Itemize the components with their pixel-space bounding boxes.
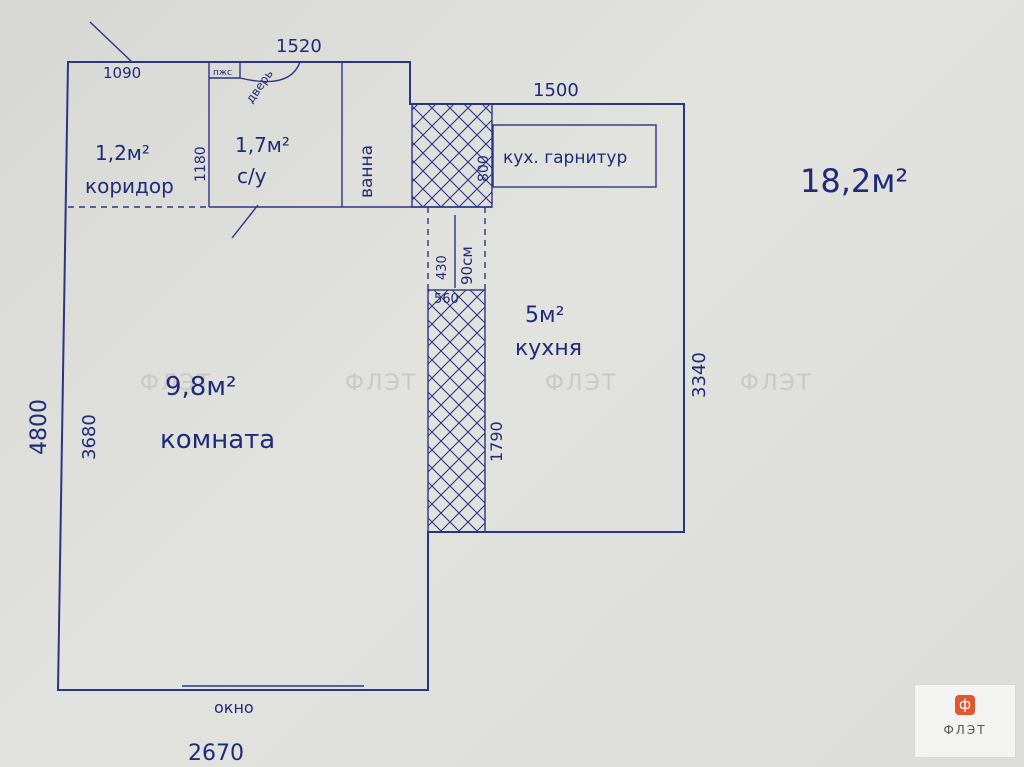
dim-room-height: 3680 bbox=[79, 414, 100, 460]
dim-passage-width: 430 bbox=[435, 255, 450, 280]
dim-kitchen-height: 3340 bbox=[689, 352, 710, 398]
bath-mark bbox=[231, 204, 259, 239]
dim-door-small: пжс bbox=[213, 68, 232, 78]
dim-kitchen-top: 1500 bbox=[533, 80, 579, 101]
logo-badge: ф ФЛЭТ bbox=[914, 684, 1016, 758]
watermark-row: ФЛЭТ ФЛЭТ ФЛЭТ ФЛЭТ bbox=[140, 371, 812, 396]
door-arc bbox=[239, 61, 301, 83]
total-area: 18,2м² bbox=[800, 162, 908, 200]
watermark-text: ФЛЭТ bbox=[345, 371, 417, 396]
corridor-area: 1,2м² bbox=[95, 141, 150, 165]
kitchen-area: 5м² bbox=[525, 303, 564, 328]
kitchenette-rect bbox=[492, 124, 657, 188]
logo-icon: ф bbox=[955, 695, 975, 715]
dim-left-total: 4800 bbox=[27, 399, 52, 455]
dim-corridor-height: 1180 bbox=[193, 146, 209, 182]
dim-niche-height: 800 bbox=[476, 155, 492, 182]
kitchen-name: кухня bbox=[515, 336, 582, 361]
watermark-text: ФЛЭТ bbox=[545, 371, 617, 396]
dim-partition-width: 560 bbox=[434, 292, 459, 307]
watermark-text: ФЛЭТ bbox=[740, 371, 812, 396]
dim-corridor-top: 1090 bbox=[103, 64, 141, 82]
room-area: 9,8м² bbox=[165, 372, 236, 402]
outer-wall bbox=[56, 61, 685, 691]
bathroom-area: 1,7м² bbox=[235, 133, 290, 157]
door-label: дверь bbox=[243, 67, 276, 106]
partition-hatch bbox=[427, 289, 486, 533]
dim-bottom: 2670 bbox=[188, 741, 244, 766]
entry-mark bbox=[89, 21, 133, 63]
kitchenette-label: кух. гарнитур bbox=[503, 148, 627, 168]
room-name: комната bbox=[160, 425, 275, 455]
walls bbox=[56, 21, 685, 691]
logo-name: ФЛЭТ bbox=[943, 723, 987, 737]
corridor-name: коридор bbox=[85, 174, 174, 198]
watermark-text: ФЛЭТ bbox=[140, 371, 212, 396]
bathroom-name: с/у bbox=[237, 164, 267, 188]
bath-label: ванна bbox=[357, 145, 377, 198]
dim-partition-height: 1790 bbox=[487, 421, 506, 462]
dim-passage-label: 90см bbox=[458, 246, 476, 285]
niche-hatch bbox=[411, 103, 493, 208]
window-label: окно bbox=[214, 698, 254, 717]
labels: 18,2м² 1,2м² коридор 1,7м² с/у ванна кух… bbox=[85, 133, 908, 717]
dim-top: 1520 bbox=[276, 36, 322, 57]
